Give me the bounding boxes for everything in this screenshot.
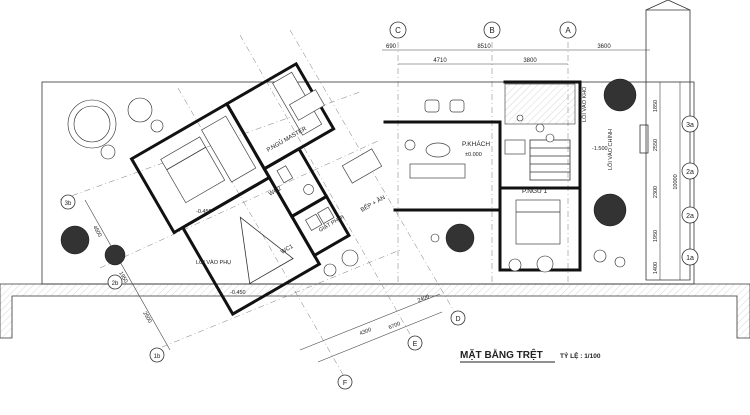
dining-set xyxy=(289,89,383,184)
svg-text:2500: 2500 xyxy=(141,311,152,325)
level-garden: -0.450 xyxy=(196,209,212,215)
main-door xyxy=(639,124,649,154)
svg-text:B: B xyxy=(489,26,494,35)
svg-text:1950: 1950 xyxy=(653,230,659,242)
drawing-title: MẶT BẰNG TRỆT xyxy=(460,348,543,361)
room-label-living: P.KHÁCH xyxy=(462,139,490,148)
right-column-structure xyxy=(645,0,691,281)
svg-text:3a: 3a xyxy=(686,122,694,129)
bottom-boundary-wall xyxy=(0,283,750,339)
grid-bubble-3a: 3a xyxy=(681,115,699,133)
svg-text:C: C xyxy=(395,26,401,35)
svg-text:8510: 8510 xyxy=(477,44,491,50)
grid-bubble-b: B xyxy=(483,21,501,39)
rotated-wing xyxy=(129,61,352,317)
room-label-bedroom1: P.NGỦ 1 xyxy=(522,186,548,195)
grid-bubble-2b: 2b xyxy=(107,274,123,290)
level-entry: -1.500 xyxy=(592,146,608,152)
staircase xyxy=(504,83,576,181)
svg-text:3600: 3600 xyxy=(597,44,611,50)
grid-bubble-a: A xyxy=(559,21,577,39)
grid-bubble-d: D xyxy=(450,310,466,326)
label-car-entry: LỐI VÀO KHO xyxy=(581,86,588,122)
svg-text:2550: 2550 xyxy=(653,139,659,151)
svg-text:6700: 6700 xyxy=(388,321,402,331)
level-living: ±0.000 xyxy=(465,152,482,158)
svg-text:A: A xyxy=(565,26,571,35)
svg-text:3800: 3800 xyxy=(523,58,537,64)
label-main-entry: LỐI VÀO CHÍNH xyxy=(607,129,614,170)
svg-text:1a: 1a xyxy=(686,255,694,262)
bedroom1-furniture xyxy=(515,199,561,245)
top-dimensions: 690 8510 3600 4710 3800 xyxy=(382,44,650,65)
svg-text:F: F xyxy=(343,380,347,387)
svg-text:2a: 2a xyxy=(686,169,694,176)
room-label-master: P.NGỦ MASTER xyxy=(266,125,309,154)
svg-text:10000: 10000 xyxy=(673,174,679,189)
svg-text:4300: 4300 xyxy=(359,327,373,337)
grid-bubble-3b: 3b xyxy=(60,194,76,210)
svg-text:2400: 2400 xyxy=(417,294,431,304)
svg-text:1400: 1400 xyxy=(653,262,659,274)
svg-text:1950: 1950 xyxy=(117,271,128,285)
label-side-entry: LỐI VÀO PHỤ xyxy=(196,259,231,266)
grid-bubble-2a-lower: 2a xyxy=(681,206,699,224)
grid-bubble-1b: 1b xyxy=(149,347,165,363)
grid-bubble-e: E xyxy=(407,335,423,351)
svg-text:1850: 1850 xyxy=(653,100,659,112)
top-grid-lines xyxy=(397,42,569,282)
svg-text:2a: 2a xyxy=(686,213,694,220)
grid-bubble-f: F xyxy=(337,374,353,390)
svg-text:4710: 4710 xyxy=(433,58,447,64)
room-label-kitchen: BẾP + ĂN xyxy=(360,194,387,214)
svg-text:690: 690 xyxy=(386,44,397,50)
svg-text:2b: 2b xyxy=(112,281,119,287)
living-furniture xyxy=(404,99,526,179)
grid-bubble-c: C xyxy=(389,21,407,39)
level-yard: -0.450 xyxy=(230,290,246,296)
svg-text:2300: 2300 xyxy=(653,186,659,198)
main-wing-walls xyxy=(383,80,582,272)
svg-text:D: D xyxy=(455,316,460,323)
diagonal-dimensions: 2400 4300 6700 4500 1950 2500 xyxy=(84,199,443,363)
right-dimensions: 1850 2550 2300 1950 1400 10000 xyxy=(653,82,681,280)
svg-text:1b: 1b xyxy=(154,354,161,360)
drawing-scale: TỶ LỆ : 1/100 xyxy=(560,351,601,360)
svg-text:E: E xyxy=(413,341,418,348)
grid-bubble-1a: 1a xyxy=(681,248,699,266)
svg-text:4500: 4500 xyxy=(91,225,102,239)
landscape-trees xyxy=(60,78,637,277)
svg-text:3b: 3b xyxy=(65,201,72,207)
grid-bubble-2a-upper: 2a xyxy=(681,162,699,180)
